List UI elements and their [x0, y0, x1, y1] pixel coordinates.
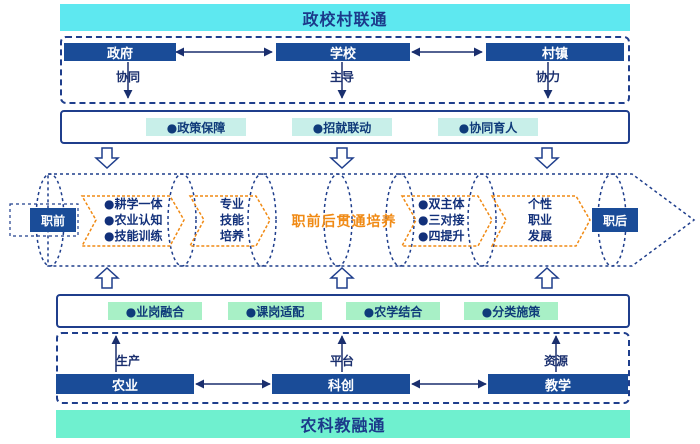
flow-right-list: ●双主体 ●三对接 ●四提升 — [418, 196, 488, 244]
flow-start: 职前 — [30, 208, 76, 232]
node-agriculture: 农业 — [56, 374, 194, 394]
right-mid-item: 职业 — [527, 213, 552, 227]
pill-agri-study: ●农学结合 — [346, 302, 440, 320]
label-platform: 平台 — [329, 354, 354, 368]
top-banner: 政校村联通 — [60, 4, 630, 31]
block-arrow-up-3 — [534, 266, 560, 289]
right-mid-item: 发展 — [527, 229, 552, 243]
block-arrow-down-1 — [94, 147, 120, 170]
chevron-2 — [188, 195, 271, 247]
chevron-3 — [400, 195, 493, 247]
flow-left-mid: 专业 技能 培养 — [212, 196, 252, 244]
label-production: 生产 — [115, 354, 140, 368]
block-arrow-up-2 — [329, 266, 355, 289]
block-arrow-up-1 — [94, 266, 120, 289]
left-mid-item: 专业 — [219, 197, 244, 211]
pill-policy: ●政策保障 — [146, 118, 246, 136]
flow-outline — [47, 173, 696, 267]
block-arrow-down-2 — [329, 147, 355, 170]
bottom-group — [56, 332, 630, 404]
left-list-item: ●技能训练 — [104, 229, 163, 243]
right-mid-item: 个性 — [527, 197, 552, 211]
flow-right-mid: 个性 职业 发展 — [520, 196, 560, 244]
node-teaching: 教学 — [488, 374, 628, 394]
right-list-item: ●四提升 — [418, 229, 465, 243]
left-mid-item: 培养 — [219, 229, 244, 243]
label-lead: 主导 — [329, 70, 354, 84]
chevron-4 — [490, 195, 591, 247]
pill-classified: ●分类施策 — [464, 302, 558, 320]
node-village: 村镇 — [486, 43, 624, 62]
pill-course-job: ●课岗适配 — [228, 302, 322, 320]
block-arrow-down-3 — [534, 147, 560, 170]
pill-industry-job: ●业岗融合 — [108, 302, 202, 320]
right-list-item: ●双主体 — [418, 197, 465, 211]
node-government: 政府 — [64, 43, 176, 62]
chevron-1 — [80, 195, 185, 247]
pill-coeducation: ●协同育人 — [438, 118, 538, 136]
left-list-item: ●农业认知 — [104, 213, 163, 227]
node-school: 学校 — [276, 43, 410, 62]
label-synergy: 协同 — [115, 70, 140, 84]
label-resource: 资源 — [543, 354, 568, 368]
bottom-banner: 农科教融通 — [56, 410, 630, 438]
left-mid-item: 技能 — [219, 213, 244, 227]
flow-end: 职后 — [592, 208, 638, 232]
right-list-item: ●三对接 — [418, 213, 465, 227]
flow-left-list: ●耕学一体 ●农业认知 ●技能训练 — [104, 196, 184, 244]
left-list-item: ●耕学一体 — [104, 197, 163, 211]
top-group — [60, 36, 630, 104]
flow-center-title: 职前后贯通培养 — [291, 214, 397, 230]
label-assist: 协力 — [535, 70, 560, 84]
pill-employment: ●招就联动 — [292, 118, 392, 136]
node-sci-tech: 科创 — [272, 374, 410, 394]
